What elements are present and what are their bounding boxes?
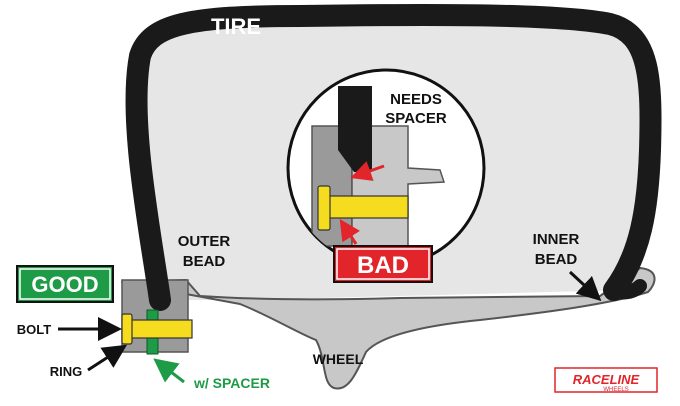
outer-bead-label-line2: BEAD <box>183 253 226 270</box>
bolt-shank <box>129 319 193 339</box>
gap-arrow-bottom <box>339 218 360 245</box>
tire-outline <box>125 3 662 311</box>
gap-arrow-top <box>350 161 385 181</box>
inner-bead-label-line2: BEAD <box>535 251 578 268</box>
logo-brand: RACELINE <box>573 372 640 387</box>
wheel-label: WHEEL <box>313 351 364 367</box>
logo-sub: WHEELS <box>603 387 628 393</box>
inset-detail <box>311 86 446 247</box>
good-badge-bg <box>16 265 114 303</box>
good-badge: GOOD <box>31 272 98 297</box>
spacer-arrow <box>153 358 185 384</box>
with-spacer-label: w/ SPACER <box>193 375 270 391</box>
raceline-logo: RACELINE WHEELS <box>554 367 658 393</box>
bad-badge-bg <box>333 245 433 283</box>
needs-spacer-label-line2: SPACER <box>385 110 447 127</box>
ring-arrow <box>87 344 128 372</box>
inner-bead-arrow <box>568 270 602 302</box>
inner-bead-label-line1: INNER <box>533 231 580 248</box>
wheel-rim <box>121 267 656 390</box>
bolt-label: BOLT <box>17 322 51 337</box>
tire-label: TIRE <box>211 14 261 39</box>
inner-bead <box>605 279 647 300</box>
bolt-head-ring <box>121 313 133 345</box>
outer-bead-label-line1: OUTER <box>178 233 231 250</box>
bad-badge: BAD <box>357 252 409 279</box>
needs-spacer-label-line1: NEEDS <box>390 91 442 108</box>
ring-label: RING <box>50 364 83 379</box>
